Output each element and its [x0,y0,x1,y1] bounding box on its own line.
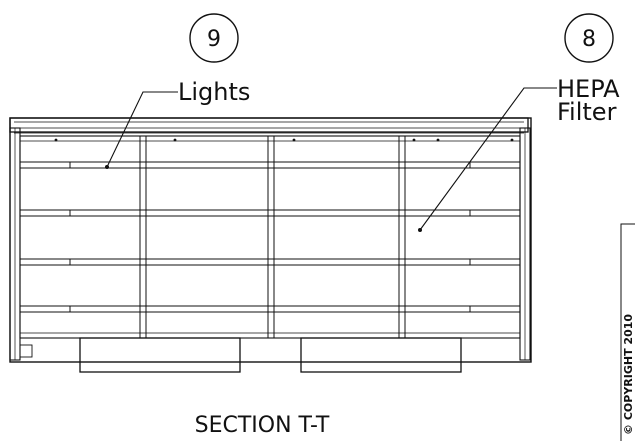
callout-9-bubble [189,13,239,63]
outer-frame [9,117,532,363]
title-block-edge: © COPYRIGHT 2010 [620,223,635,441]
callout-lights-label: Lights [178,78,250,106]
callout-8-number: 8 [582,27,596,52]
leader-line-lights [106,91,178,168]
leader-dot-hepa [418,228,422,232]
inner-panel [19,135,521,339]
blower-housing-left [79,337,241,373]
fastener-dots [54,138,514,142]
section-title: SECTION T-T [195,413,330,438]
top-rail [9,117,529,133]
callout-hepa-label-line1: HEPA [557,75,620,103]
leader-line-hepa [419,87,557,231]
callout-hepa-label-line2: Filter [557,98,617,126]
callout-8-bubble [564,13,614,63]
copyright-text: © COPYRIGHT 2010 [622,314,635,435]
light-tubes [20,161,520,313]
callout-9-number: 9 [207,27,221,52]
callout-hepa-filter: 8 HEPA Filter [418,13,620,232]
blower-housing-right [300,337,462,373]
callout-lights: 9 Lights [105,13,250,169]
cabinet-section [9,117,532,373]
